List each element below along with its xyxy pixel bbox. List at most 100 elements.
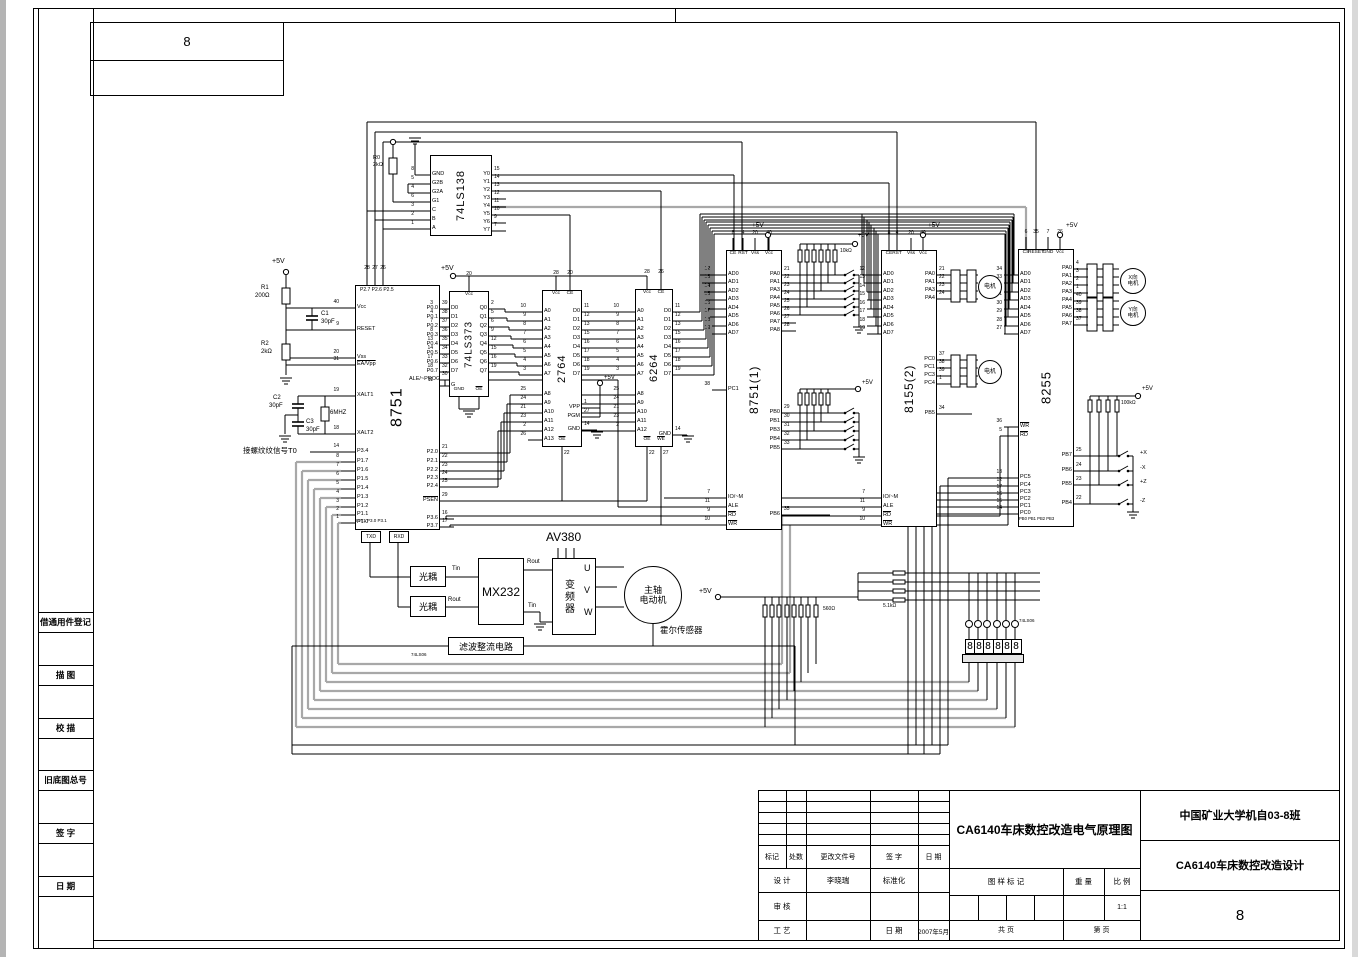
component-box (388, 157, 398, 175)
component-box (813, 604, 819, 618)
switch-contact (843, 273, 847, 277)
wire (844, 425, 855, 432)
switch-contact (852, 289, 856, 293)
component-box (798, 604, 804, 618)
switch-contact (1126, 502, 1130, 506)
switch-contact (1126, 454, 1130, 458)
wire (844, 285, 855, 292)
vcc-terminal-icon (449, 272, 457, 280)
switch-contact (1126, 469, 1130, 473)
switch-contact (1117, 454, 1121, 458)
switch-contact (843, 420, 847, 424)
component-box (1102, 297, 1114, 332)
wire (844, 434, 855, 441)
component-box (811, 392, 817, 406)
vcc-terminal-icon (1134, 392, 1142, 400)
switch-contact (843, 429, 847, 433)
switch-contact (852, 297, 856, 301)
switch-contact (852, 429, 856, 433)
switch-contact (1117, 502, 1121, 506)
page-right-edge (1352, 0, 1358, 957)
vcc-terminal-icon (764, 231, 772, 239)
page-left-edge (0, 0, 6, 957)
component-box (950, 269, 961, 303)
wire (844, 443, 855, 450)
switch-contact (852, 411, 856, 415)
component-box (832, 249, 838, 263)
vcc-terminal-icon (1056, 231, 1064, 239)
transistor-icon (974, 620, 982, 628)
wire (844, 309, 855, 316)
component-box (797, 249, 803, 263)
component-box (1086, 297, 1098, 332)
vcc-terminal-icon (282, 268, 290, 276)
component-box (320, 406, 330, 422)
wire (844, 416, 855, 423)
switch-contact (1117, 483, 1121, 487)
switch-contact (843, 297, 847, 301)
component-box (966, 269, 977, 303)
component-box (1096, 399, 1102, 413)
transistor-icon (993, 620, 1001, 628)
switch-contact (843, 289, 847, 293)
switch-contact (1126, 483, 1130, 487)
component-box (804, 392, 810, 406)
component-box (1102, 263, 1114, 298)
component-box (804, 249, 810, 263)
component-box (892, 588, 906, 594)
wire (844, 293, 855, 300)
vcc-terminal-icon (851, 240, 859, 248)
wire (1118, 498, 1129, 505)
component-box (1105, 399, 1111, 413)
component-box (818, 392, 824, 406)
switch-contact (843, 313, 847, 317)
component-box (784, 604, 790, 618)
wire (1118, 479, 1129, 486)
wire (844, 301, 855, 308)
transistor-icon (1002, 620, 1010, 628)
switch-contact (852, 313, 856, 317)
component-box (805, 604, 811, 618)
wire (844, 269, 855, 276)
component-box (825, 392, 831, 406)
component-box (892, 579, 906, 585)
switch-contact (852, 273, 856, 277)
component-box (811, 249, 817, 263)
vcc-terminal-icon (854, 385, 862, 393)
component-box (1087, 399, 1093, 413)
switch-contact (843, 438, 847, 442)
component-box (791, 604, 797, 618)
transistor-icon (965, 620, 973, 628)
switch-contact (852, 447, 856, 451)
switch-contact (1117, 469, 1121, 473)
switch-contact (852, 420, 856, 424)
switch-contact (843, 411, 847, 415)
transistor-icon (1011, 620, 1019, 628)
vcc-terminal-icon (919, 231, 927, 239)
component-box (892, 570, 906, 576)
vcc-terminal-icon (596, 379, 604, 387)
component-box (281, 287, 291, 305)
component-box (797, 392, 803, 406)
switch-contact (852, 438, 856, 442)
switch-contact (852, 281, 856, 285)
component-box (825, 249, 831, 263)
component-box (769, 604, 775, 618)
component-box (892, 597, 906, 603)
wire (1118, 450, 1129, 457)
wire (844, 407, 855, 414)
vcc-terminal-icon (714, 593, 722, 601)
wire (844, 277, 855, 284)
component-box (818, 249, 824, 263)
switch-contact (843, 281, 847, 285)
wire (1118, 465, 1129, 472)
component-box (281, 343, 291, 361)
component-box (776, 604, 782, 618)
vcc-terminal-icon (389, 138, 397, 146)
component-box (762, 604, 768, 618)
component-box (1114, 399, 1120, 413)
component-box (950, 354, 961, 388)
switch-contact (852, 305, 856, 309)
